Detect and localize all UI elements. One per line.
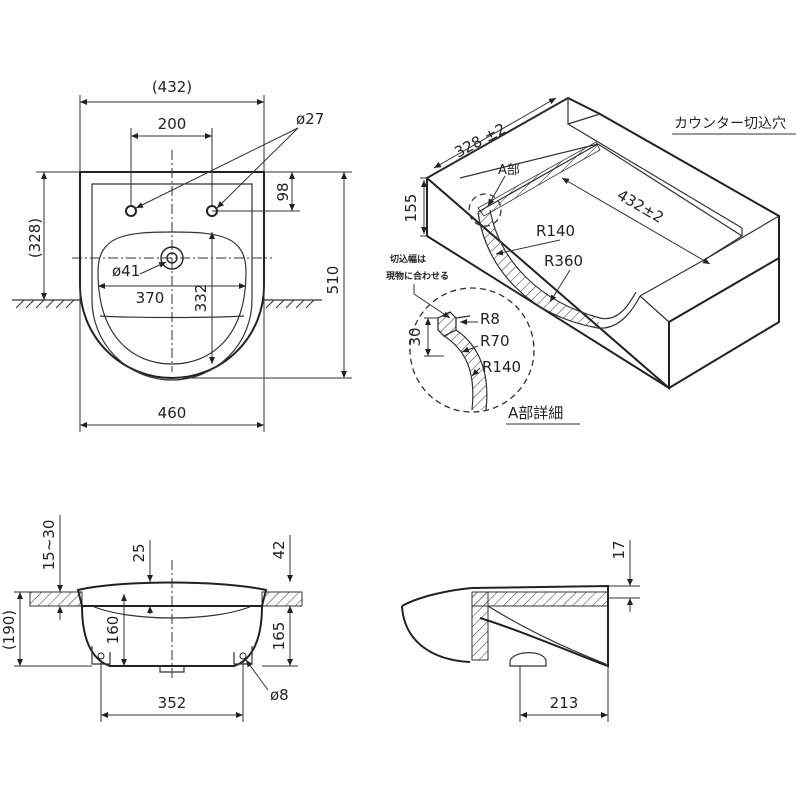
dim-tap-spacing: 200	[158, 115, 187, 133]
dim-top-42: 42	[270, 540, 288, 559]
detail-dim-height: 30	[406, 327, 424, 346]
dim-160: 160	[104, 616, 122, 645]
detail-radius-small: R8	[480, 310, 500, 328]
dim-hole-offset: 98	[274, 182, 292, 201]
detail-a: 切込幅は 現物に合わせる 30 R8 R70 R140 A部詳細	[386, 253, 580, 425]
label-counter-cut: カウンター切込穴	[674, 116, 786, 132]
dim-height: 155	[402, 194, 420, 223]
cut-curve-inner	[489, 209, 637, 320]
dim-total-width: 460	[158, 404, 187, 422]
dim-bowl-depth: 332	[192, 284, 210, 313]
top-view: (432) 200 ø27 98 (328) ø41 370 332 510	[12, 78, 352, 432]
wall-hatch-left	[12, 299, 80, 309]
dim-352: 352	[158, 694, 187, 712]
iso-view: A部 328 ±2 155 432±2 R140 R360 カウンター切込穴	[402, 96, 796, 391]
radius-large: R140	[536, 222, 575, 240]
tap-hole-left-icon	[125, 205, 137, 217]
note-line1: 切込幅は	[390, 253, 426, 265]
side-view: 17 213	[401, 540, 640, 722]
dim-cut-depth: 328 ±2	[451, 120, 508, 162]
part-a-marker	[468, 193, 502, 227]
front-body	[81, 605, 263, 667]
radius-bowl: R360	[544, 252, 583, 270]
note-line2: 現物に合わせる	[386, 270, 449, 282]
dim-hole: ø8	[270, 686, 289, 704]
side-foot	[509, 652, 547, 667]
dim-hole-dia: ø27	[296, 110, 324, 128]
dim-rim-drop: 25	[130, 543, 148, 562]
deck-outline	[91, 183, 253, 381]
dim-width-ref: (432)	[152, 78, 192, 96]
dim-213: 213	[550, 694, 579, 712]
front-view: 15~30 25 42 (190) 160 165 352 ø8	[0, 515, 303, 722]
dim-bowl-width: 370	[136, 289, 165, 307]
dim-cut-width: 432±2	[614, 186, 667, 227]
front-rim	[76, 581, 268, 607]
dim-counter-thk: 15~30	[40, 520, 58, 571]
dim-depth-ref: (328)	[26, 218, 44, 258]
dim-total-ref: (190)	[0, 610, 18, 650]
label-part-a: A部	[498, 163, 520, 178]
dim-total-depth: 510	[324, 266, 342, 295]
dim-17: 17	[610, 540, 628, 559]
detail-radius-large: R140	[482, 358, 521, 376]
detail-circle	[409, 287, 535, 413]
dim-165: 165	[270, 622, 288, 651]
wall-hatch-right	[264, 299, 322, 309]
detail-title: A部詳細	[508, 404, 563, 422]
side-profile	[401, 584, 609, 668]
detail-radius-mid: R70	[480, 332, 510, 350]
dim-drain-dia: ø41	[112, 262, 140, 280]
